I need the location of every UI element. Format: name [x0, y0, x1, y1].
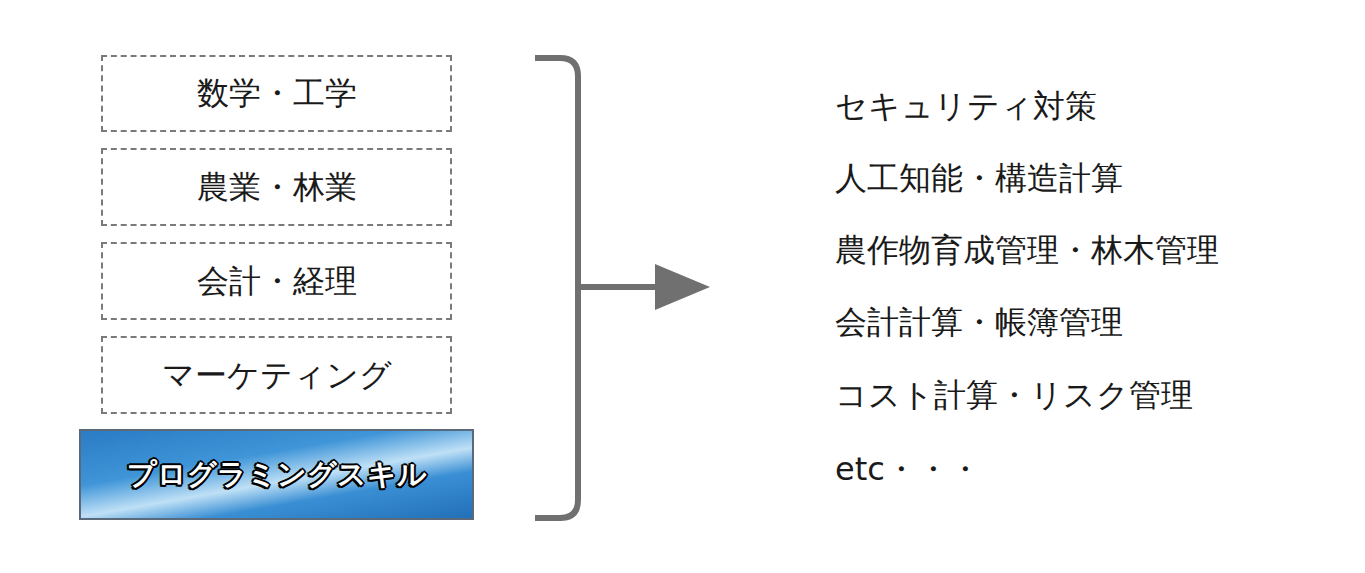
skill-box: プログラミングスキル — [79, 429, 474, 520]
result-item: セキュリティ対策 — [835, 87, 1097, 125]
bracket — [535, 58, 578, 518]
field-box: マーケティング — [101, 336, 452, 414]
arrow-head — [655, 264, 710, 310]
box-label: プログラミングスキル — [127, 457, 427, 492]
box-label: マーケティング — [162, 356, 392, 394]
result-item: コスト計算・リスク管理 — [835, 376, 1193, 414]
field-box: 会計・経理 — [101, 242, 452, 320]
result-item: 農作物育成管理・林木管理 — [835, 231, 1219, 269]
field-box: 数学・工学 — [101, 55, 452, 132]
result-item: 会計計算・帳簿管理 — [835, 303, 1123, 341]
result-item: etc・・・ — [835, 450, 981, 488]
result-item: 人工知能・構造計算 — [835, 159, 1123, 197]
box-label: 農業・林業 — [197, 168, 357, 206]
arrow-shaft — [578, 284, 660, 290]
box-label: 会計・経理 — [197, 262, 357, 300]
field-box: 農業・林業 — [101, 148, 452, 226]
box-label: 数学・工学 — [197, 74, 357, 112]
